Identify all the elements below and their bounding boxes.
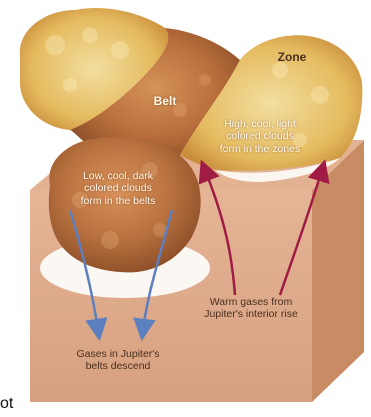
belt-clouds-line-2: colored clouds xyxy=(62,182,174,194)
warm-gases-caption: Warm gases from Jupiter's interior rise xyxy=(183,296,319,321)
zone-label: Zone xyxy=(262,50,322,64)
belt-clouds-line-1: Low, cool, dark xyxy=(62,170,174,182)
zone-clouds-caption: High, cool, light colored clouds form in… xyxy=(198,118,322,155)
descend-caption: Gases in Jupiter's belts descend xyxy=(58,348,178,373)
zone-clouds-line-2: colored clouds xyxy=(198,130,322,142)
warm-gases-line-1: Warm gases from xyxy=(183,296,319,308)
belt-cloud-mass xyxy=(40,137,210,298)
zone-clouds-line-3: form in the zones xyxy=(198,143,322,155)
zone-clouds-line-1: High, cool, light xyxy=(198,118,322,130)
belt-label: Belt xyxy=(140,94,190,108)
belt-clouds-caption: Low, cool, dark colored clouds form in t… xyxy=(62,170,174,207)
descend-line-2: belts descend xyxy=(58,360,178,372)
descend-line-1: Gases in Jupiter's xyxy=(58,348,178,360)
belt-clouds-line-3: form in the belts xyxy=(62,195,174,207)
edge-text-fragment: ot xyxy=(0,395,24,414)
warm-gases-line-2: Jupiter's interior rise xyxy=(183,308,319,320)
